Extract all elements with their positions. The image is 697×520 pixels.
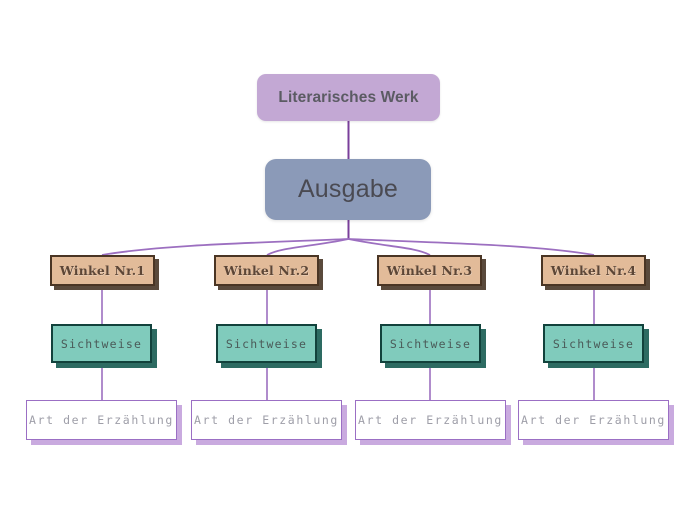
node-ausgabe[interactable]: Ausgabe bbox=[265, 159, 431, 220]
edge-fan-to-angle-3 bbox=[348, 238, 431, 256]
node-art-der-erzaehlung-1[interactable]: Art der Erzählung bbox=[26, 400, 177, 440]
edge-fan-to-angle-2 bbox=[266, 238, 349, 256]
node-winkel-2[interactable]: Winkel Nr.2 bbox=[214, 255, 319, 286]
node-sichtweise-1[interactable]: Sichtweise bbox=[51, 324, 152, 363]
node-winkel-3[interactable]: Winkel Nr.3 bbox=[377, 255, 482, 286]
node-winkel-1[interactable]: Winkel Nr.1 bbox=[50, 255, 155, 286]
node-literarisches-werk[interactable]: Literarisches Werk bbox=[257, 74, 440, 121]
node-art-der-erzaehlung-3[interactable]: Art der Erzählung bbox=[355, 400, 506, 440]
node-sichtweise-4[interactable]: Sichtweise bbox=[543, 324, 644, 363]
node-art-der-erzaehlung-2[interactable]: Art der Erzählung bbox=[191, 400, 342, 440]
node-sichtweise-3[interactable]: Sichtweise bbox=[380, 324, 481, 363]
node-sichtweise-2[interactable]: Sichtweise bbox=[216, 324, 317, 363]
node-winkel-4[interactable]: Winkel Nr.4 bbox=[541, 255, 646, 286]
edge-fan-to-angle-4 bbox=[348, 238, 595, 256]
node-art-der-erzaehlung-4[interactable]: Art der Erzählung bbox=[518, 400, 669, 440]
edge-fan-to-angle-1 bbox=[101, 238, 349, 256]
